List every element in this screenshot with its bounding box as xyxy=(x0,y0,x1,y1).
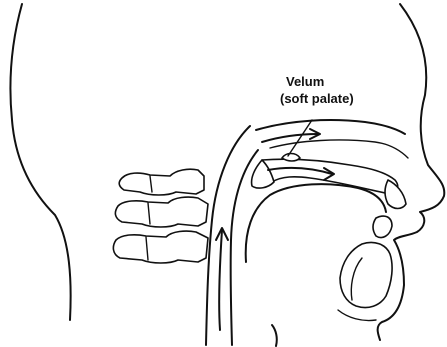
lower-teeth xyxy=(373,216,392,237)
vertebra-2 xyxy=(115,197,208,227)
pharynx-back-wall xyxy=(206,126,250,345)
cervical-vertebrae xyxy=(113,169,208,263)
vertebra-1 xyxy=(119,169,204,195)
upper-teeth xyxy=(385,180,406,209)
throat-outline xyxy=(272,325,277,346)
chin-crease xyxy=(338,310,376,321)
vertebra-3 xyxy=(113,231,208,263)
velum-leader-line xyxy=(288,120,312,156)
velum-detail xyxy=(282,154,300,162)
back-of-head-outline xyxy=(10,4,70,320)
mandible xyxy=(340,242,392,307)
soft-palate-label: (soft palate) xyxy=(280,91,354,106)
velum-label: Velum xyxy=(286,74,324,89)
airflow-arrow-pharynx xyxy=(219,230,222,330)
nasal-cavity-top xyxy=(256,120,405,134)
